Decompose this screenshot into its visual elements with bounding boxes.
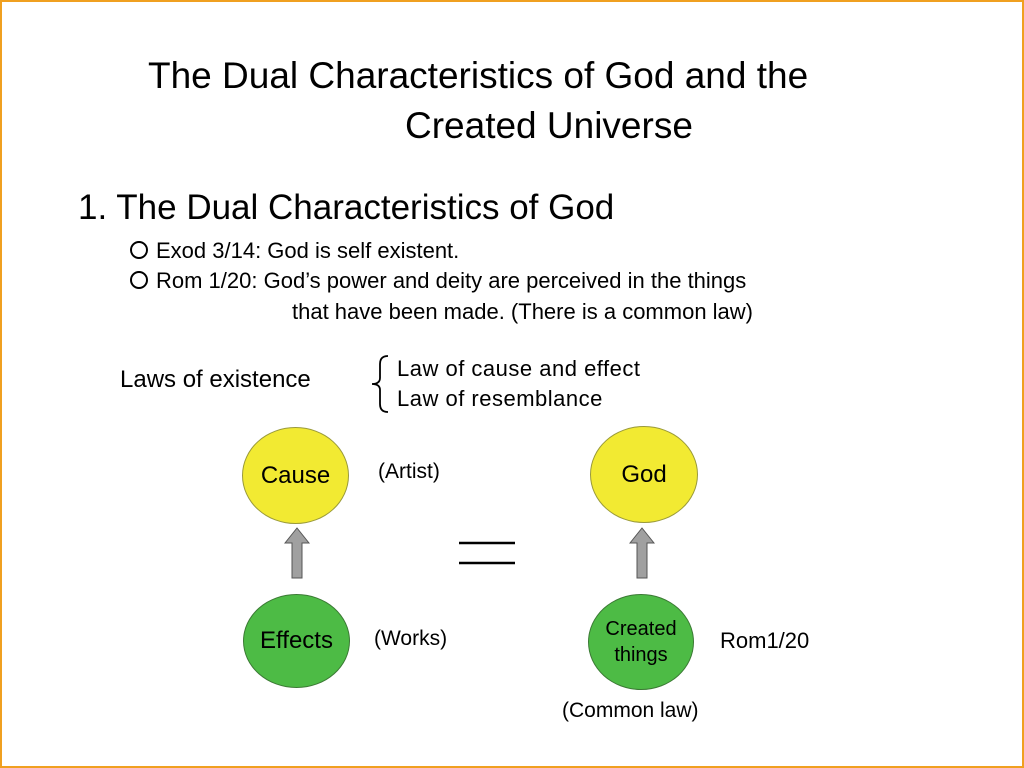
circle-bullet-icon — [130, 271, 148, 289]
title-line-2: Created Universe — [405, 105, 693, 146]
created-things-label-line2: things — [614, 644, 668, 666]
god-label: God — [621, 460, 667, 488]
up-arrow-icon — [284, 527, 310, 579]
effects-label: Effects — [260, 627, 333, 654]
rom-note: Rom1/20 — [720, 628, 810, 653]
cause-label: Cause — [260, 461, 331, 489]
bullet-text: Rom 1/20: God’s power and deity are perc… — [156, 268, 747, 293]
law-item: Law of resemblance — [397, 386, 603, 411]
section-heading: 1. The Dual Characteristics of God — [78, 188, 615, 227]
law-item: Law of cause and effect — [397, 356, 641, 381]
cause-node: Cause — [242, 427, 349, 524]
works-note: (Works) — [374, 627, 448, 650]
bullet-continuation: that have been made. (There is a common … — [292, 299, 754, 324]
brace-icon — [371, 355, 389, 413]
equals-sign-icon — [459, 541, 515, 565]
bullet-text: Exod 3/14: God is self existent. — [156, 238, 460, 263]
slide-title: The Dual Characteristics of God and the … — [2, 50, 1024, 154]
bullet-item: Rom 1/20: God’s power and deity are perc… — [130, 268, 746, 294]
created-things-label-line1: Created — [605, 618, 677, 640]
laws-label: Laws of existence — [120, 366, 311, 393]
circle-bullet-icon — [130, 241, 148, 259]
common-law-note: (Common law) — [562, 699, 699, 722]
artist-note: (Artist) — [378, 460, 440, 483]
effects-node: Effects — [243, 594, 350, 688]
bullet-item: Exod 3/14: God is self existent. — [130, 238, 459, 264]
created-things-node: Created things — [588, 594, 694, 690]
title-line-1: The Dual Characteristics of God and the — [148, 55, 809, 96]
god-node: God — [590, 426, 698, 523]
up-arrow-icon — [629, 527, 655, 579]
